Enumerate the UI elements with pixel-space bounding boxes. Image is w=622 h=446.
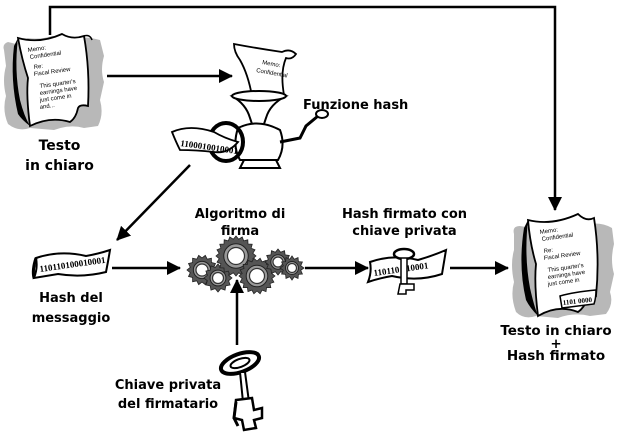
memo-line: Re: bbox=[33, 64, 43, 71]
gear bbox=[238, 257, 276, 295]
document-icon: Memo: Confidential Re: Fiscal Review Thi… bbox=[3, 32, 104, 130]
meat-grinder-icon: Memo: Confidential 1100010010001 bbox=[170, 42, 329, 169]
message-hash-label-line: messaggio bbox=[31, 311, 111, 326]
result-label-line: Hash firmato bbox=[506, 348, 606, 364]
signing-algorithm-label: Algoritmo di firma bbox=[180, 206, 300, 240]
hash-function-label: Funzione hash bbox=[303, 98, 423, 114]
key-icon bbox=[218, 350, 264, 432]
memo-line: Memo: bbox=[27, 45, 46, 54]
memo-line: Confidential bbox=[29, 51, 61, 61]
svg-text:Memo:: Memo: bbox=[262, 60, 281, 69]
memo-line: earnings have bbox=[547, 270, 586, 281]
gears-icon bbox=[186, 235, 305, 295]
hash-ribbon-icon: 110110100010001 bbox=[31, 248, 112, 280]
gear bbox=[215, 235, 257, 277]
gear bbox=[279, 255, 305, 281]
memo-line: Confidential bbox=[541, 233, 573, 243]
memo-line: and... bbox=[39, 103, 55, 111]
private-key-label: Chiave privata del firmatario bbox=[108, 376, 228, 414]
memo-line: Re: bbox=[543, 248, 553, 255]
memo-line: just come in bbox=[546, 278, 580, 289]
signed-hash-label-line: chiave privata bbox=[352, 224, 457, 239]
private-key-label-line: Chiave privata bbox=[114, 378, 222, 393]
memo-line: This quarter's bbox=[547, 263, 584, 274]
signed-document-icon: Memo: Confidential Re: Fiscal Review Thi… bbox=[512, 212, 614, 318]
memo-line: This quarter's bbox=[39, 79, 76, 90]
private-key-label-line: del firmatario bbox=[117, 397, 219, 412]
message-hash-label: Hash del messaggio bbox=[26, 289, 116, 329]
signing-algorithm-label-line: Algoritmo di bbox=[194, 207, 286, 222]
result-label-plus: + bbox=[550, 336, 562, 352]
hash-function-label-line: Funzione hash bbox=[303, 98, 409, 113]
plaintext-label: Testo in chiaro bbox=[12, 136, 107, 176]
stamp-binary: 1101 0000 bbox=[562, 296, 593, 307]
signed-hash-label: Hash firmato con chiave privata bbox=[332, 206, 477, 240]
result-label: Testo in chiaro + Hash firmato bbox=[490, 324, 622, 364]
memo-line: earnings have bbox=[39, 86, 78, 97]
signed-hash-label-line: Hash firmato con bbox=[341, 207, 468, 222]
signed-hash-icon: 110110 010001 bbox=[366, 247, 448, 295]
result-label-line: Testo in chiaro bbox=[500, 323, 612, 339]
arrow-grinder-to-hash bbox=[116, 164, 191, 241]
memo-line: Memo: bbox=[539, 227, 558, 236]
memo-line: Fiscal Review bbox=[33, 67, 71, 78]
memo-line: Fiscal Review bbox=[543, 251, 581, 262]
signing-algorithm-label-line: firma bbox=[220, 224, 260, 239]
svg-text:Confidential: Confidential bbox=[256, 68, 288, 79]
memo-line: just come in bbox=[38, 94, 72, 105]
plaintext-label-line: Testo bbox=[38, 138, 81, 154]
arrow-top-bypass bbox=[48, 5, 562, 211]
plaintext-label-line: in chiaro bbox=[25, 158, 94, 174]
message-hash-label-line: Hash del bbox=[39, 291, 103, 306]
